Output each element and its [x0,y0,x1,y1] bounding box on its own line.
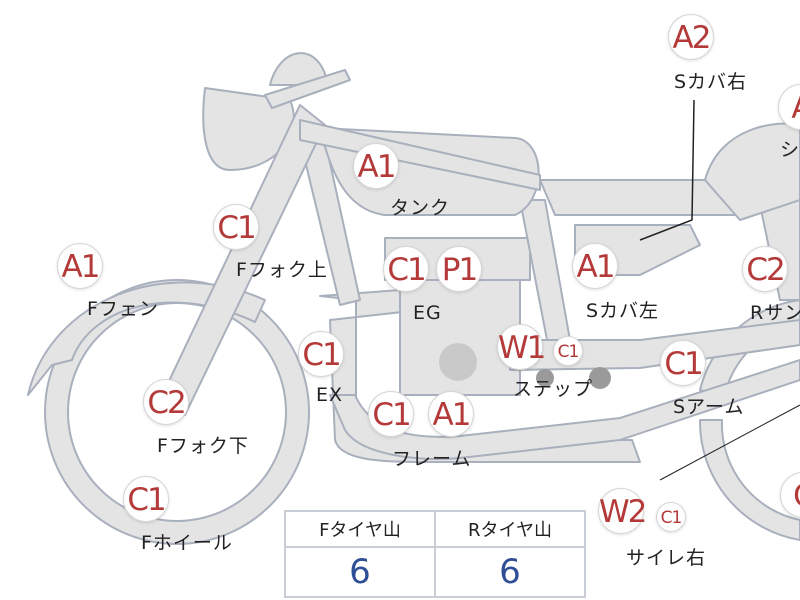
step-label: ステップ [513,378,594,400]
engine-label: EG [413,302,442,324]
step-peg-right [536,369,554,387]
frame-a-code-badge: A1 [428,391,474,437]
handlebar-shape [264,69,351,109]
fork-upper-code-badge: C1 [213,204,259,250]
tank-label: タンク [390,197,451,219]
front-fender-label: Fフェン [87,298,159,320]
top-tube-shape [299,119,541,191]
swing-arm-label: Sアーム [673,396,745,418]
step-c-code-badge: C1 [553,336,583,366]
rear-tire-value: 6 [434,546,586,598]
fork-upper-label: Fフォク上 [236,259,328,281]
rear-cowl-shape [704,122,800,221]
rear-wheel-lower [698,419,800,541]
silencer-label: サイレ右 [626,547,707,569]
side-cover-left-code-badge: A1 [572,243,618,289]
tire-tread-table: Fタイヤ山 Rタイヤ山 6 6 [284,510,586,598]
engine-p-code-badge: P1 [436,246,482,292]
tank-code-badge: A1 [353,143,399,189]
silencer-c-code-badge: C1 [656,502,686,532]
fork-shape [159,104,326,416]
silencer-w-code-badge: W2 [598,488,647,534]
frame-label: フレーム [392,448,472,470]
front-tire-value: 6 [284,546,436,598]
front-tire-header: Fタイヤ山 [284,510,436,548]
swing-arm-code-badge: C1 [660,340,706,386]
front-wheel-label: Fホイール [141,532,233,554]
rear-suspension-label: Rサン [750,302,800,324]
engine-cover-circle [439,343,477,381]
step-w-code-badge: W1 [497,324,546,370]
tire-table-value-row: 6 6 [284,546,586,598]
tire-table-header-row: Fタイヤ山 Rタイヤ山 [284,510,586,548]
step-peg-left [589,367,611,389]
rear-suspension-code-badge: C2 [742,246,788,292]
exhaust-label: EX [316,384,344,406]
frame-c-code-badge: C1 [368,391,414,437]
engine-block-shape [399,279,521,396]
side-cover-leader [639,99,695,241]
front-wheel-code-badge: C1 [123,476,169,522]
silencer-leader [659,404,800,481]
engine-c-code-badge: C1 [383,246,429,292]
seat-shape [539,179,736,216]
side-cover-right-code-badge: A2 [668,14,714,60]
side-cover-left-label: Sカバ左 [586,300,660,322]
seat-label: シ [780,139,800,161]
swing-arm-shape [509,319,800,371]
front-fender-code-badge: A1 [57,243,103,289]
side-cover-right-label: Sカバ右 [674,71,748,93]
fork-lower-code-badge: C2 [143,379,189,425]
rear-tire-header: Rタイヤ山 [434,510,586,548]
fork-lower-label: Fフォク下 [157,435,249,457]
exhaust-code-badge: C1 [298,331,344,377]
